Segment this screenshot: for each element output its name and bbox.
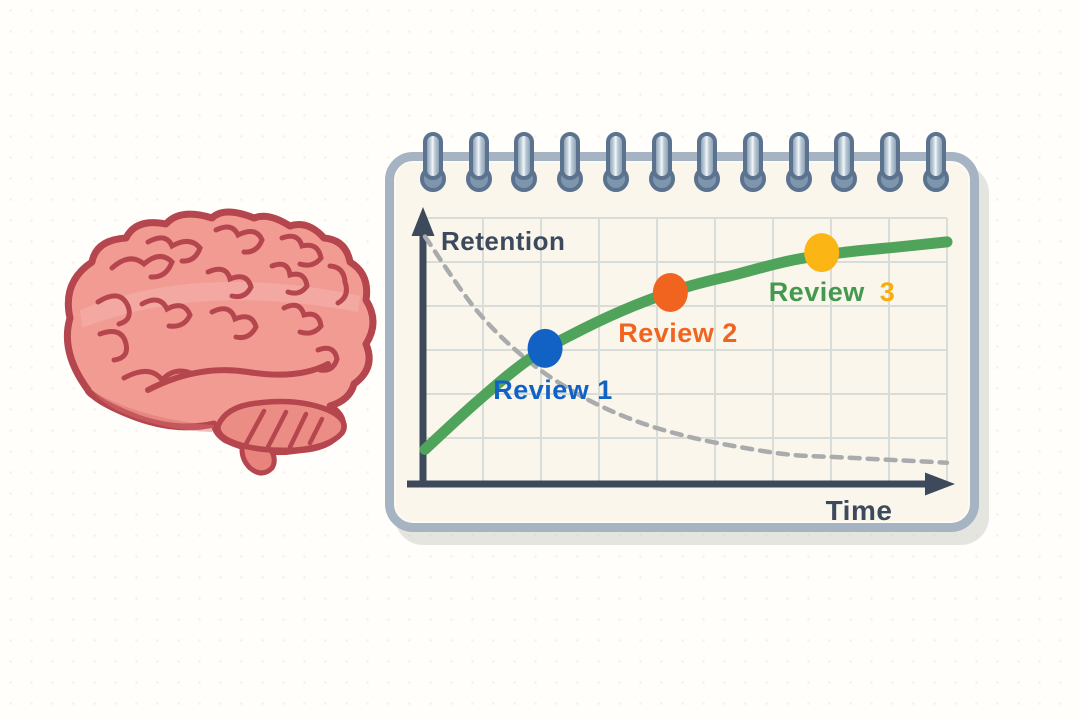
ring-shaft bbox=[925, 132, 946, 180]
review-1-marker bbox=[527, 328, 563, 368]
ring-shaft bbox=[423, 132, 443, 180]
y-axis-label: Retention bbox=[441, 226, 565, 256]
x-axis-label: Time bbox=[826, 495, 893, 523]
forgetting-curve-line bbox=[422, 234, 950, 465]
spiral-ring-icon bbox=[831, 132, 858, 192]
ring-shaft bbox=[468, 132, 489, 180]
spiral-ring-icon bbox=[694, 132, 721, 192]
cerebellum-stripes bbox=[243, 408, 325, 450]
spiral-ring-icon bbox=[557, 132, 584, 192]
spiral-ring-icon bbox=[602, 132, 629, 192]
review-3-number: 3 bbox=[880, 277, 896, 307]
spiral-ring-icon bbox=[739, 132, 766, 192]
brain-body bbox=[63, 208, 377, 476]
ring-shaft bbox=[651, 132, 672, 180]
spiral-ring-icon bbox=[511, 132, 538, 192]
spiral-ring-icon bbox=[648, 132, 675, 192]
ring-shaft bbox=[605, 132, 626, 180]
ring-shaft bbox=[742, 132, 763, 180]
ring-shaft bbox=[834, 132, 855, 180]
spiral-ring-icon bbox=[420, 132, 446, 192]
spiral-ring-icon bbox=[877, 132, 903, 192]
review-1-label: Review 1 bbox=[493, 375, 613, 405]
x-axis-arrow-icon bbox=[925, 472, 955, 496]
ring-shaft bbox=[697, 132, 718, 180]
review-2-marker bbox=[652, 272, 688, 312]
y-axis-arrow-icon bbox=[411, 207, 435, 236]
brain-illustration bbox=[63, 208, 377, 476]
review-3-word: Review bbox=[769, 277, 866, 307]
cerebellum bbox=[215, 398, 347, 454]
ring-shaft bbox=[880, 132, 900, 180]
review-3-label: Review 3 bbox=[769, 277, 896, 307]
ring-shaft bbox=[514, 132, 535, 180]
notebook: Retention Review 1 Review 2 Review 3 Tim… bbox=[385, 132, 979, 532]
review-markers bbox=[527, 233, 840, 368]
ring-shaft bbox=[560, 132, 581, 180]
spiral-ring-icon bbox=[465, 132, 492, 192]
ring-shaft bbox=[788, 132, 809, 180]
retention-chart: Retention Review 1 Review 2 Review 3 Tim… bbox=[407, 207, 955, 523]
grid-lines bbox=[424, 217, 948, 484]
brain-underside-shade bbox=[94, 392, 214, 432]
brain-folds bbox=[95, 224, 349, 393]
review-2-label: Review 2 bbox=[618, 318, 738, 348]
spiral-ring-icon bbox=[785, 132, 812, 192]
spiral-ring-icon bbox=[922, 132, 949, 192]
review-3-marker bbox=[804, 233, 840, 273]
